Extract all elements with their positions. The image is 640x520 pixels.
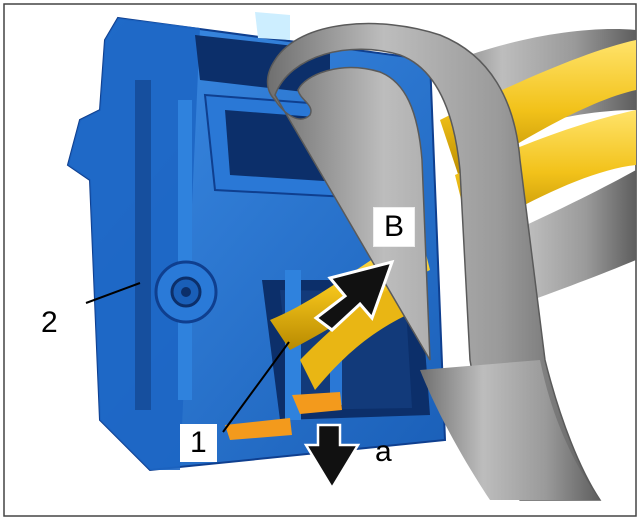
label-part-2: 2 [41, 306, 58, 339]
leader-line-1 [222, 341, 290, 433]
yellow-wire-front-lower [300, 280, 418, 390]
front-grey-sheath-lower [420, 360, 600, 500]
label-direction-a: a [375, 435, 392, 468]
leader-line-2 [85, 282, 141, 304]
direction-b-arrow [313, 259, 395, 332]
label-direction-b: B [373, 207, 416, 247]
direction-a-arrow [303, 423, 361, 491]
label-part-1: 1 [180, 424, 217, 462]
